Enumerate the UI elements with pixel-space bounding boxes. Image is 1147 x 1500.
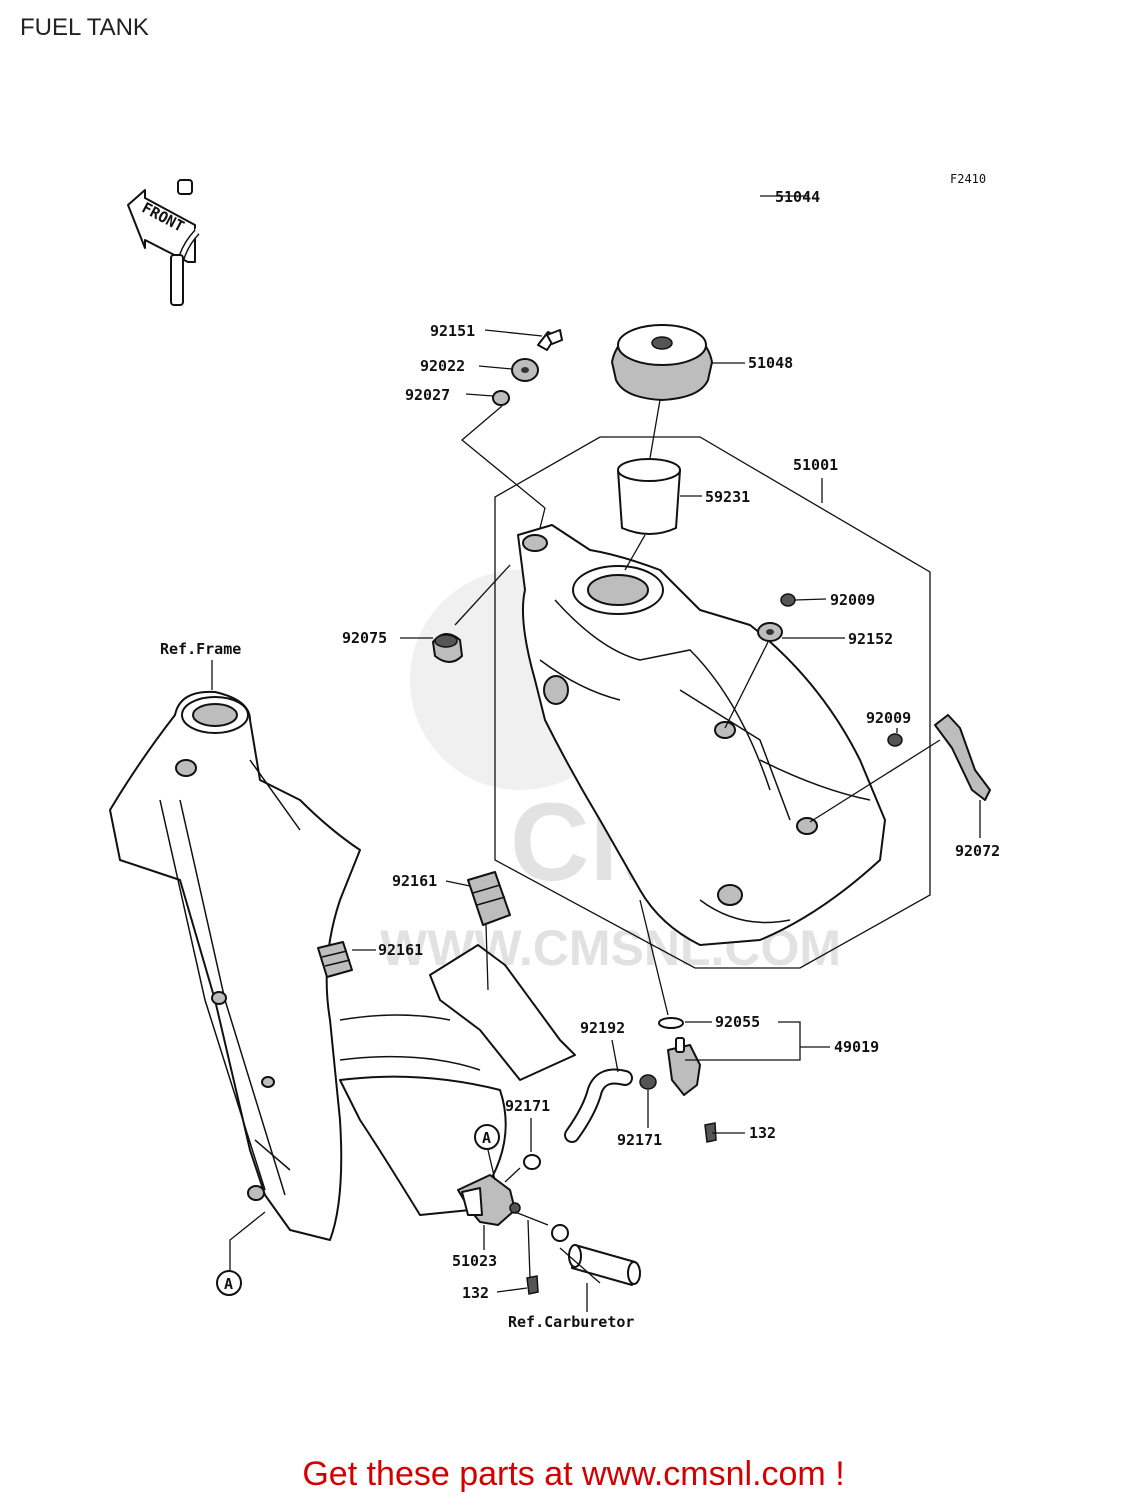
part-label-92009-upper: 92009	[830, 591, 875, 609]
front-direction-arrow: FRONT	[127, 189, 196, 263]
fuel-hose-92192	[564, 1068, 633, 1143]
damper-92161-lower	[317, 941, 353, 978]
screw-132-lower	[526, 1275, 539, 1295]
fuel-tank-exploded-diagram: CMS WWW.CMSNL.COM FRONT	[109, 179, 1000, 1331]
part-label-92161-lower: 92161	[378, 941, 423, 959]
ref-frame-label: Ref.Frame	[160, 640, 241, 658]
part-label-92151: 92151	[430, 322, 475, 340]
shroud-part	[339, 944, 576, 1216]
part-label-51023: 51023	[452, 1252, 497, 1270]
part-label-51001: 51001	[793, 456, 838, 474]
bolt-92009-rear	[887, 733, 903, 747]
marker-a-lower-left-label: A	[224, 1275, 233, 1293]
carburetor-hose-reference	[568, 1244, 641, 1286]
part-label-51048: 51048	[748, 354, 793, 372]
marker-a-fuel-valve-label: A	[482, 1129, 491, 1147]
part-label-92171-left: 92171	[505, 1097, 550, 1115]
part-label-92192: 92192	[580, 1019, 625, 1037]
figure-code: F2410	[950, 172, 987, 186]
part-label-92072: 92072	[955, 842, 1000, 860]
part-label-49019: 49019	[834, 1038, 879, 1056]
part-label-92055: 92055	[715, 1013, 760, 1031]
part-label-51044: 51044	[775, 188, 820, 206]
footer-link[interactable]: Get these parts at www.cmsnl.com !	[302, 1455, 845, 1493]
screw-132-upper	[704, 1122, 717, 1143]
damper-92152	[757, 622, 783, 642]
fuel-valve-51023	[457, 1174, 521, 1226]
bolt-92009-upper	[780, 593, 796, 607]
part-label-92161-upper: 92161	[392, 872, 437, 890]
part-label-92171-right: 92171	[617, 1131, 662, 1149]
fuel-cock-49019	[639, 1037, 701, 1096]
part-label-59231: 59231	[705, 488, 750, 506]
leader-lines	[211, 195, 981, 1312]
part-label-132-lower: 132	[462, 1284, 489, 1302]
damper-92161-upper	[467, 871, 511, 926]
ref-carburetor-label: Ref.Carburetor	[508, 1313, 634, 1331]
bolt-92151	[537, 329, 563, 351]
page-title: FUEL TANK	[20, 14, 149, 41]
part-label-92075: 92075	[342, 629, 387, 647]
washer-92022	[511, 358, 539, 382]
marker-a-lower-left: A	[216, 1270, 242, 1296]
clamp-92171-carb	[551, 1224, 569, 1242]
part-label-92009-rear: 92009	[866, 709, 911, 727]
filler-filter-59231	[617, 458, 681, 535]
part-label-92027: 92027	[405, 386, 450, 404]
o-ring-92055	[658, 1017, 684, 1029]
strap-92072	[934, 714, 991, 801]
frame-reference	[109, 690, 361, 1241]
part-label-92022: 92022	[420, 357, 465, 375]
breather-hose-51044	[170, 179, 225, 306]
fuel-tank-51001	[517, 524, 886, 946]
grommet-92075	[432, 633, 463, 663]
clamp-92171-left	[523, 1154, 541, 1170]
fuel-tank-group-outline	[494, 436, 931, 969]
collar-92027	[492, 390, 510, 406]
fuel-cap-51048	[611, 324, 713, 401]
marker-a-fuel-valve: A	[474, 1124, 500, 1150]
part-label-132-upper: 132	[749, 1124, 776, 1142]
part-label-92152: 92152	[848, 630, 893, 648]
